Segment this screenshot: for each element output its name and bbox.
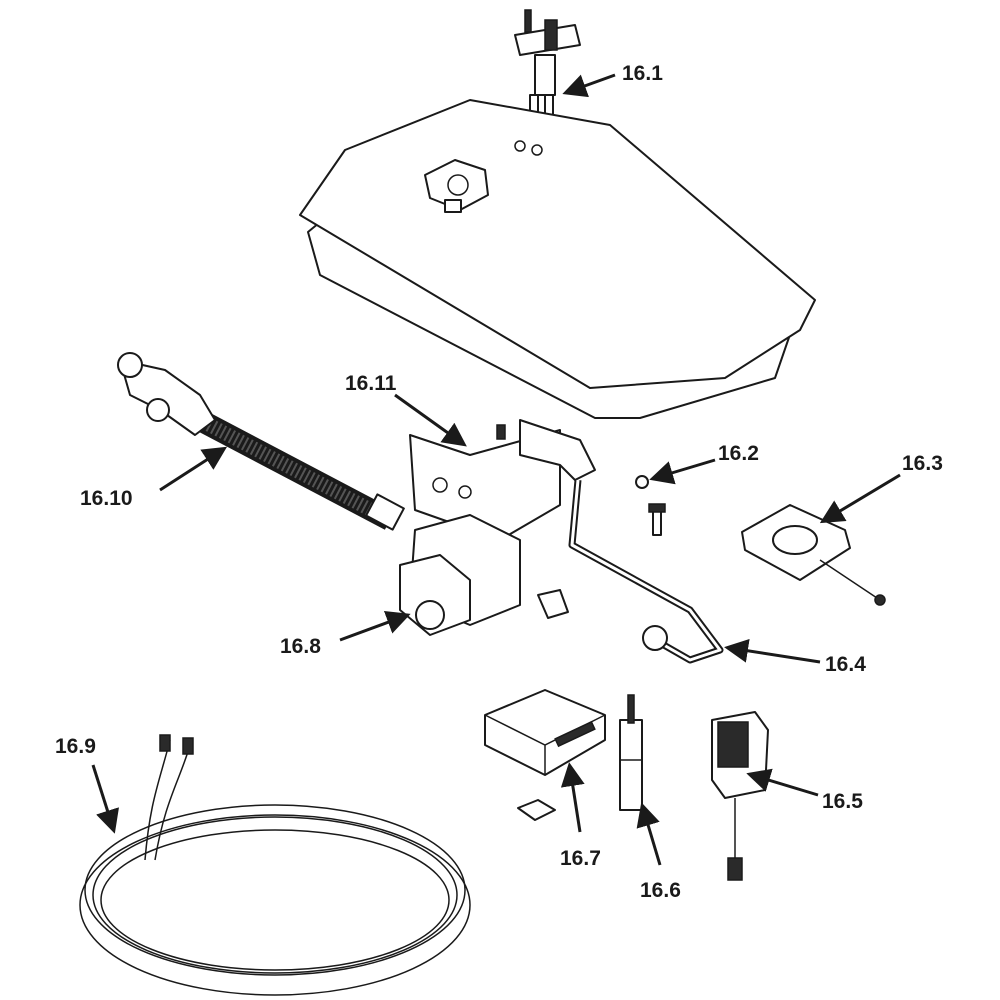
arrow-16-1 — [562, 73, 616, 98]
arrow-16-8 — [339, 610, 411, 642]
arrow-16-4 — [724, 638, 821, 664]
pilot-tube-part — [568, 479, 724, 664]
arrow-16-6 — [636, 802, 662, 866]
flex-gas-hose-part — [117, 352, 405, 531]
switch-part — [741, 504, 886, 606]
callout-16-3: 16.3 — [902, 452, 943, 475]
burner-tray-part — [299, 99, 816, 419]
arrow-16-10 — [159, 446, 228, 492]
callout-16-10: 16.10 — [80, 487, 133, 510]
valve-bracket-part — [409, 419, 596, 541]
arrow-16-5 — [746, 768, 819, 797]
callout-16-1: 16.1 — [622, 62, 663, 85]
control-module-part — [484, 689, 606, 821]
connector-part — [619, 694, 643, 811]
callout-16-7: 16.7 — [560, 847, 601, 870]
arrow-16-11 — [394, 393, 467, 447]
nut-and-screw-part — [635, 475, 666, 536]
callout-16-6: 16.6 — [640, 879, 681, 902]
arrow-16-9 — [91, 764, 119, 834]
wire-harness-part — [79, 734, 471, 996]
receiver-part — [711, 711, 769, 881]
callout-16-4: 16.4 — [825, 653, 866, 676]
callout-16-8: 16.8 — [280, 635, 321, 658]
callout-16-2: 16.2 — [718, 442, 759, 465]
arrow-16-7 — [560, 762, 585, 833]
callout-16-5: 16.5 — [822, 790, 863, 813]
callout-16-11: 16.11 — [345, 372, 397, 395]
callout-16-9: 16.9 — [55, 735, 96, 758]
arrow-16-3 — [819, 473, 901, 524]
arrow-16-2 — [649, 458, 716, 485]
gas-valve-part — [399, 514, 569, 636]
